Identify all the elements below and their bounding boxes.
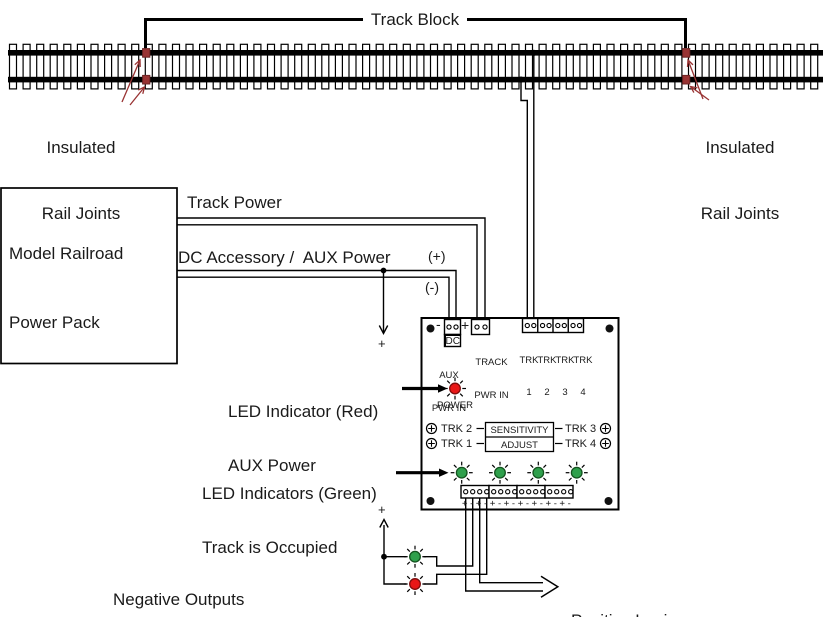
track [8,43,823,90]
rail-bottom [8,76,823,83]
aux-power-label: DC Accessory / AUX Power [178,248,391,267]
led-green-icon [489,461,511,484]
red-led-annotation: LED Indicator (Red) AUX Power [228,402,379,475]
sensitivity-tie-dashes [476,427,563,445]
aux-pwr-in-label: AUX PWR IN [431,370,467,414]
sensitivity-trk4-label: TRK 4 [565,437,597,450]
aux-plus-label: (+) [428,248,446,264]
power-pack-label: Model Railroad Power Pack [9,244,124,332]
dc-terminal-label: DC [444,334,461,347]
led-green-icon [450,461,473,484]
aux-branch-junction-dot [380,267,387,274]
led-green-icon [565,461,588,484]
output-bus-junction-dot [381,553,387,560]
track-block-bracket [144,18,687,48]
output-polarity-row: +-+-+-+-+-+-+-+- [462,499,574,509]
green-led-annotation: LED Indicators (Green) Track is Occupied [202,484,377,557]
output-bus-plus-label: + [378,502,386,517]
branch-plus-label: + [378,336,386,351]
power-led-label: POWER [437,400,473,411]
insulated-joints-label-left: Insulated Rail Joints [41,138,121,223]
board-screw-holes [426,324,614,505]
sensitivity-trk3-label: TRK 3 [565,422,597,435]
positive-outputs-annotation: Positive Logic Outputs [571,563,676,617]
sensitivity-label: SENSITIVITY [490,425,549,436]
track-pwr-in-label: TRACK PWR IN [474,357,509,401]
insulated-joints-label-right: Insulated Rail Joints [700,138,780,223]
power-pack-box [0,187,178,365]
insulated-joint-markers [142,48,691,85]
sensitivity-box [484,421,555,453]
led-red-icon [444,377,466,400]
trk-input-label-1: TRK 1 [519,355,539,398]
aux-plus-branch [378,270,389,336]
led-green-icon [404,545,426,568]
trk-input-label-4: TRK 4 [573,355,593,398]
led-red-icon [404,573,426,595]
track-power-label: Track Power [187,193,282,212]
board-minus-sign: - [436,316,441,332]
power-wires [177,217,486,319]
label-arrows [396,384,449,477]
rail-top [8,50,823,56]
led-indicators [404,377,588,595]
adjust-label: ADJUST [501,439,538,451]
terminal-holes [446,322,583,495]
detector-board [420,317,620,511]
track-sense-wires [520,52,535,319]
positive-logic-arrowhead [540,575,560,598]
trk-input-label-2: TRK 2 [537,355,557,398]
sensitivity-trk2-label: TRK 2 [441,422,473,435]
led-green-icon [527,461,550,484]
board-plus-sign: + [461,317,470,333]
aux-minus-label: (-) [425,279,439,295]
joint-annotation-arrows [121,58,710,106]
trk-input-label-3: TRK 3 [555,355,575,398]
negative-outputs-annotation: Negative Outputs (Signals, Relays, Lamps… [113,590,245,609]
output-wires [379,498,543,592]
sensitivity-pot-icons [425,422,612,450]
track-ties [8,43,819,90]
track-block-label: Track Block [370,10,460,29]
sensitivity-trk1-label: TRK 1 [441,437,473,450]
